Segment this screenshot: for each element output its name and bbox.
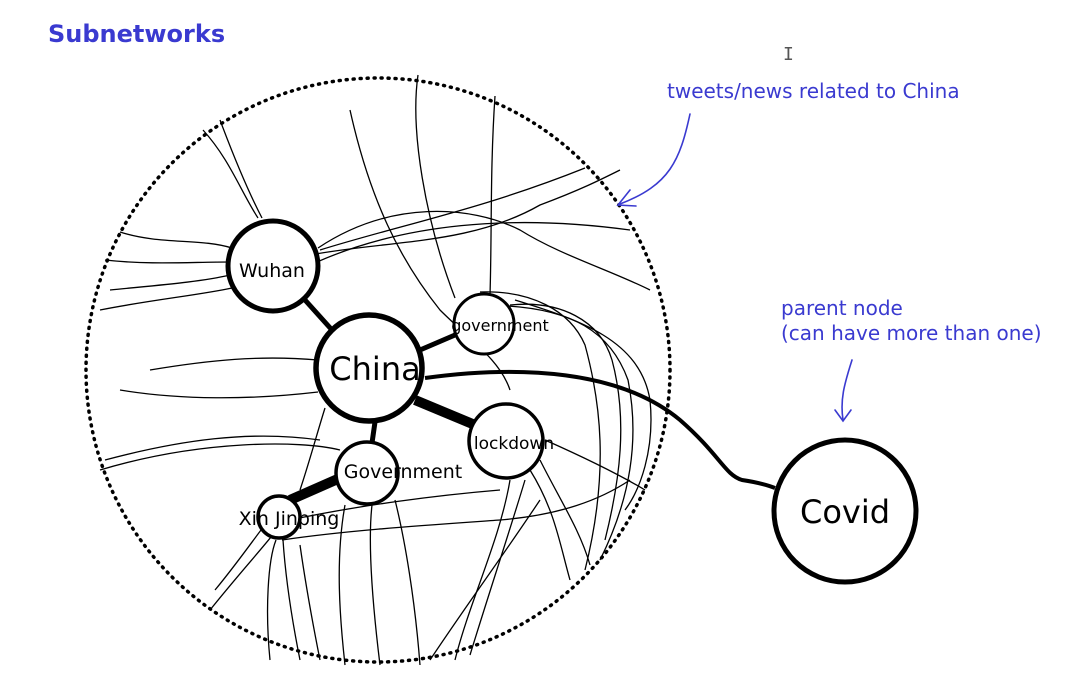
node-wuhan-label: Wuhan	[239, 260, 305, 282]
annotation-parent-line1: parent node	[781, 296, 903, 320]
node-lockdown[interactable]: lockdown	[467, 402, 554, 480]
node-government-small[interactable]: government	[451, 292, 549, 356]
node-xi-label: Xin Jinping	[239, 508, 340, 530]
node-government-small-label: government	[451, 316, 549, 335]
node-covid-label: Covid	[800, 493, 890, 531]
text-cursor-icon: I	[783, 44, 794, 65]
node-china-label: China	[329, 350, 420, 388]
background-edges	[99, 74, 652, 666]
annotation-tweets: tweets/news related to China	[667, 79, 960, 103]
node-covid-circle	[771, 437, 919, 585]
node-government-small-circle	[452, 292, 516, 356]
tweets-arrowhead-icon	[616, 189, 637, 207]
annotation-parent-line2: (can have more than one)	[781, 321, 1042, 345]
node-lockdown-label: lockdown	[474, 434, 554, 454]
node-covid[interactable]: Covid	[771, 437, 919, 585]
annotation-arrows	[616, 113, 853, 423]
edge-government-xi	[287, 473, 343, 505]
page-title: Subnetworks	[48, 20, 226, 48]
edge-china-covid	[424, 369, 776, 490]
node-government-cap-label: Government	[344, 461, 463, 483]
node-wuhan[interactable]: Wuhan	[225, 218, 321, 314]
parent-arrowhead-icon	[834, 409, 852, 423]
parent-arrow-icon	[841, 359, 853, 421]
edge-wuhan-china	[303, 298, 334, 332]
tweets-arrow-icon	[619, 113, 691, 205]
edge-china-government-small	[419, 332, 456, 353]
node-government-cap[interactable]: Government	[334, 440, 463, 506]
edge-china-government-cap	[369, 421, 378, 444]
node-lockdown-circle	[467, 402, 545, 480]
subnetwork-boundary	[84, 76, 672, 664]
node-government-cap-circle	[334, 440, 400, 506]
annotation-parent-node: parent node (can have more than one)	[781, 296, 1042, 346]
node-xi[interactable]: Xin Jinping	[239, 494, 340, 540]
node-xi-circle	[256, 494, 302, 540]
node-china-circle	[313, 312, 425, 424]
node-edges	[287, 298, 776, 505]
node-wuhan-circle	[225, 218, 321, 314]
node-china[interactable]: China	[313, 312, 425, 424]
edge-china-lockdown	[413, 395, 477, 430]
